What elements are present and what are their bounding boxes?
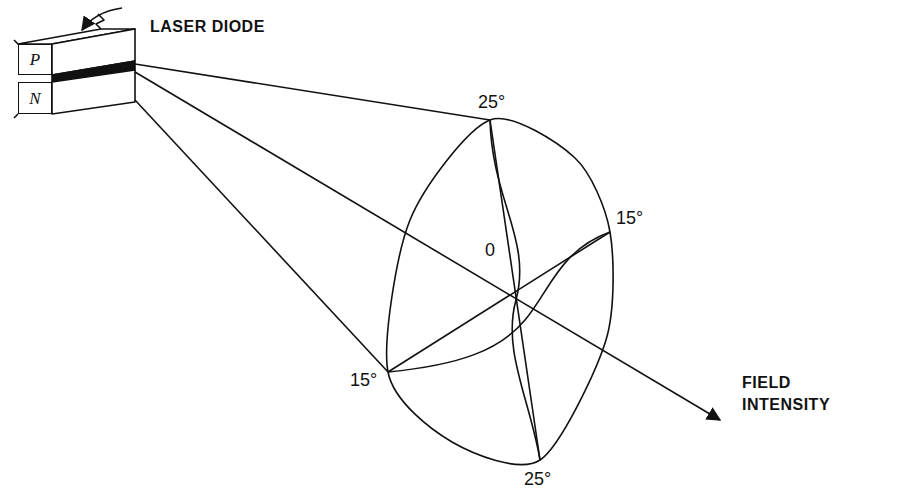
intensity-profile xyxy=(388,232,610,372)
n-layer-side xyxy=(52,70,135,114)
intensity-profile xyxy=(490,120,540,460)
horizontal-axis xyxy=(388,232,610,372)
beam-edge xyxy=(135,64,490,120)
angle-label: 25° xyxy=(524,467,551,491)
diode-layer: P xyxy=(18,44,52,75)
angle-label: 0 xyxy=(485,238,495,262)
diode-layer: N xyxy=(18,82,52,114)
angle-label: 25° xyxy=(478,90,505,114)
beam-ellipse xyxy=(387,119,613,465)
angle-label: 15° xyxy=(616,206,643,230)
vertical-axis xyxy=(490,120,540,460)
leader-arrow xyxy=(82,8,122,30)
part-label: LASER DIODE xyxy=(150,16,265,38)
layer-letter: P xyxy=(30,51,40,68)
angle-label: 15° xyxy=(350,368,377,392)
layer-letter: N xyxy=(29,90,40,107)
part-label: FIELD INTENSITY xyxy=(742,372,854,415)
beam-axis-arrow xyxy=(135,72,720,420)
beam-edge xyxy=(135,100,388,372)
